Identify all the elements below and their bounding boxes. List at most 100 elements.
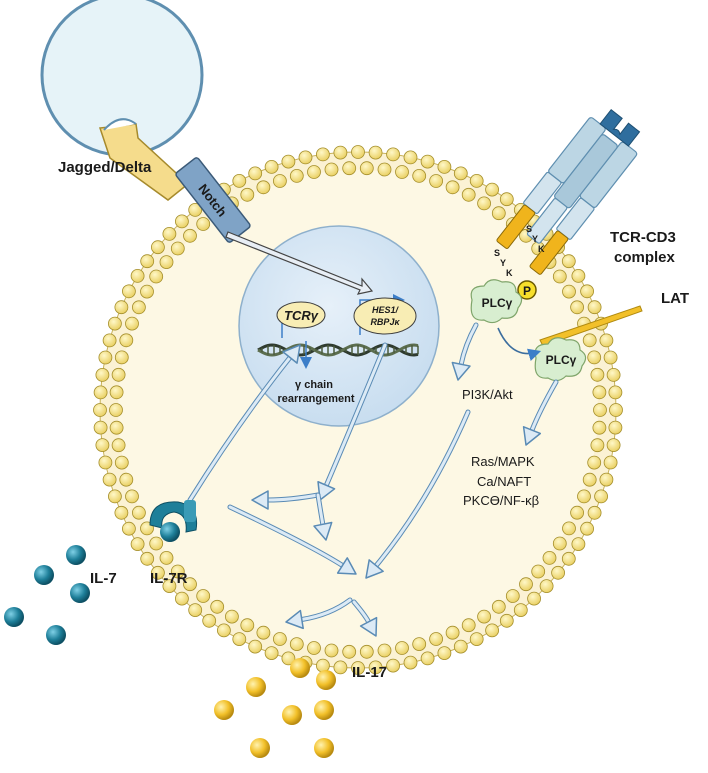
il17-particle-icon	[314, 738, 334, 758]
membrane-bead	[307, 165, 321, 179]
membrane-bead	[351, 661, 365, 675]
membrane-bead	[531, 564, 546, 579]
il7-particles	[4, 545, 90, 645]
membrane-bead	[140, 254, 155, 269]
il7r-to-tcr-gamma-arrow	[187, 344, 301, 503]
membrane-bead	[150, 240, 165, 255]
il7r-label: IL-7R	[150, 570, 188, 587]
membrane-bead	[513, 603, 528, 617]
membrane-bead	[453, 639, 468, 654]
membrane-bead	[412, 637, 427, 651]
membrane-bead	[412, 168, 427, 183]
membrane-bead	[445, 180, 460, 195]
membrane-bead	[307, 641, 321, 655]
membrane-bead	[188, 202, 203, 217]
pi3k-akt-label: PI3K/Akt	[462, 387, 513, 402]
membrane-bead	[395, 165, 409, 179]
membrane-bead	[594, 489, 608, 504]
syk-right-y: Y	[532, 234, 538, 244]
membrane-bead	[130, 268, 145, 283]
membrane-bead	[519, 577, 533, 592]
membrane-bead	[108, 489, 122, 504]
il7-particle-icon	[70, 583, 90, 603]
il7-label: IL-7	[90, 570, 117, 587]
presenting-cell	[40, 0, 204, 201]
membrane-bead	[324, 162, 339, 177]
membrane-bead	[240, 187, 255, 202]
membrane-bead	[131, 300, 146, 315]
membrane-bead	[131, 505, 146, 520]
membrane-bead	[499, 192, 514, 207]
membrane-bead	[281, 154, 296, 169]
membrane-bead	[527, 591, 541, 606]
membrane-bead	[98, 350, 113, 365]
il7-particle-icon	[34, 565, 54, 585]
pathway-label-line3: PKCϴ/NF-κβ	[463, 493, 539, 508]
membrane-bead	[93, 403, 107, 417]
membrane-bead	[125, 489, 139, 504]
membrane-bead	[170, 241, 185, 256]
membrane-bead	[570, 300, 584, 315]
signaling-arrows	[187, 322, 559, 637]
pi3k-to-il17-arrow	[365, 409, 471, 579]
membrane-bead	[561, 254, 576, 269]
syk-right-k: K	[538, 244, 545, 254]
il17-particle-icon	[314, 700, 334, 720]
plc-upper-label: PLCγ	[482, 296, 513, 310]
membrane-bead	[216, 623, 231, 638]
membrane-bead	[248, 639, 263, 654]
membrane-bead	[351, 145, 365, 159]
membrane-bead	[232, 173, 247, 188]
syk-left-y: Y	[500, 258, 506, 268]
gamma-chain-label-line1: γ chain	[295, 379, 333, 391]
membrane-bead	[461, 618, 476, 633]
membrane-bead	[599, 333, 614, 348]
membrane-bead	[469, 173, 484, 188]
membrane-bead	[281, 651, 296, 666]
membrane-bead	[111, 367, 126, 382]
membrane-bead	[587, 350, 602, 365]
tcr-gamma-promoter: TCRγ	[276, 301, 326, 369]
plc-gamma-lower: PLCγ	[534, 337, 587, 382]
il7-particle-icon	[66, 545, 86, 565]
membrane-bead	[232, 632, 247, 646]
membrane-bead	[587, 300, 602, 315]
membrane-bead	[162, 579, 177, 593]
phospho-badge: P	[517, 280, 537, 300]
membrane-bead	[608, 420, 623, 435]
membrane-bead	[590, 367, 605, 382]
membrane-bead	[587, 505, 602, 520]
il7-particle-icon	[4, 607, 24, 627]
syk-right	[529, 230, 569, 275]
membrane-bead	[570, 505, 584, 520]
membrane-bead	[368, 145, 383, 160]
hes1-label-line2: RBPJκ	[370, 317, 400, 327]
membrane-bead	[114, 455, 129, 470]
membrane-bead	[272, 632, 287, 646]
membrane-bead	[359, 644, 374, 659]
il17-release-right-arrow	[351, 599, 378, 637]
membrane-bead	[93, 385, 108, 400]
membrane-bead	[324, 643, 339, 658]
membrane-bead	[196, 589, 211, 603]
membrane-bead	[592, 420, 607, 435]
membrane-bead	[342, 644, 357, 659]
syk-left	[496, 204, 536, 249]
membrane-bead	[333, 660, 348, 675]
plc-gamma-upper: PLCγ	[470, 279, 523, 324]
membrane-bead	[342, 161, 357, 176]
membrane-bead	[461, 187, 476, 202]
membrane-bead	[505, 589, 520, 603]
nucleus	[238, 225, 440, 427]
hes1-to-junction-arrow	[317, 342, 388, 501]
membrane-bead	[111, 438, 126, 453]
tcr-cd3-receptor	[496, 108, 641, 275]
membrane-bead	[599, 472, 614, 487]
membrane-bead	[485, 623, 500, 638]
membrane-bead	[315, 147, 330, 162]
membrane-bead	[93, 420, 108, 435]
membrane-bead	[170, 564, 185, 579]
tcr-gamma-gene-label: TCRγ	[284, 308, 319, 323]
membrane-bead	[150, 565, 165, 580]
membrane-bead	[420, 651, 435, 666]
